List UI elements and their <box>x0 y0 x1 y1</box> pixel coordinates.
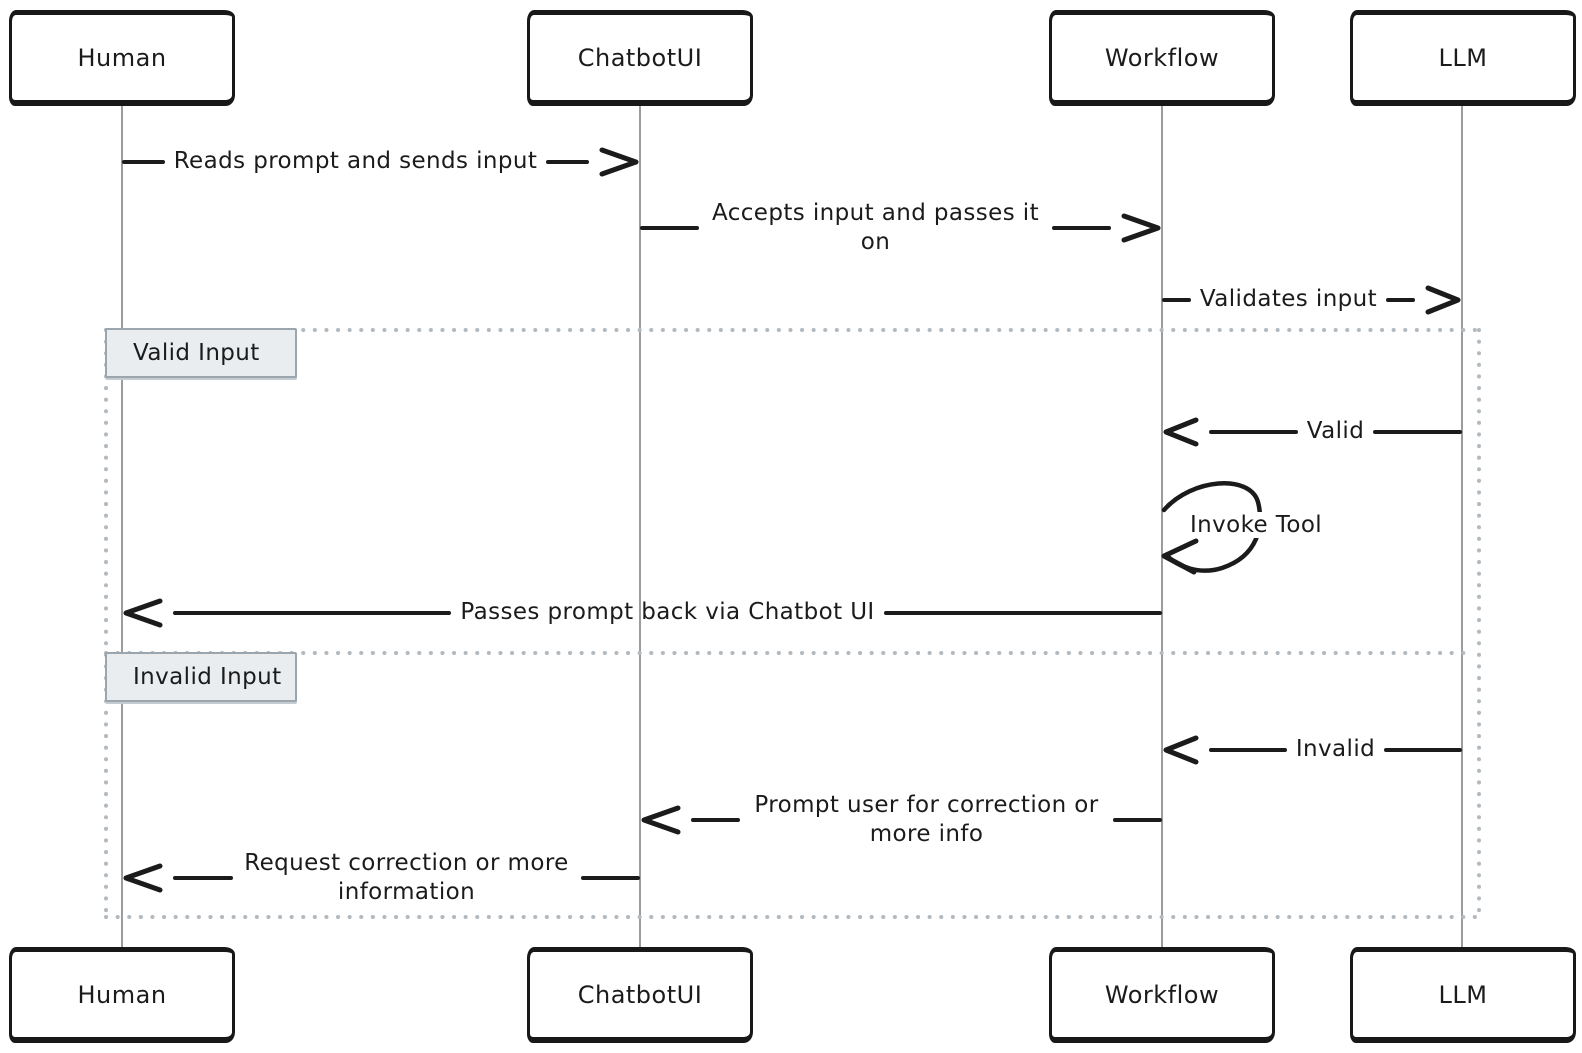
arrowhead-left-icon <box>123 863 163 893</box>
actor-box-chatbotui-top: ChatbotUI <box>527 10 753 106</box>
actor-label: Workflow <box>1104 43 1220 72</box>
self-loop-label: Invoke Tool <box>1186 512 1327 538</box>
message-line <box>691 818 740 822</box>
message-line <box>883 611 1162 615</box>
actor-label: LLM <box>1438 43 1488 72</box>
actor-label: ChatbotUI <box>577 43 703 72</box>
section-label-text: Invalid Input <box>133 664 282 690</box>
actor-box-workflow-top: Workflow <box>1049 10 1275 106</box>
actor-label: Workflow <box>1104 980 1220 1009</box>
actor-label: Human <box>77 43 167 72</box>
message-accepts-input: Accepts input and passes it on <box>640 196 1162 260</box>
arrowhead-right-icon <box>599 147 639 177</box>
actor-label: Human <box>77 980 167 1009</box>
message-label: Accepts input and passes it on <box>711 199 1040 255</box>
message-line <box>1384 748 1462 752</box>
message-line <box>1209 430 1298 434</box>
arrowhead-left-icon <box>123 598 163 628</box>
message-reads-prompt: Reads prompt and sends input <box>122 146 640 178</box>
actor-label: LLM <box>1438 980 1488 1009</box>
message-line <box>1052 226 1111 230</box>
message-label: Prompt user for correction or more info <box>754 791 1099 847</box>
actor-box-llm-top: LLM <box>1350 10 1576 106</box>
message-label: Invalid <box>1295 736 1376 763</box>
actor-box-workflow-bottom: Workflow <box>1049 947 1275 1043</box>
message-line <box>122 160 165 164</box>
arrowhead-left-icon <box>1163 735 1199 765</box>
message-request-correction: Request correction or more information <box>122 846 640 910</box>
arrowhead-right-icon <box>1425 285 1461 315</box>
lifeline-llm <box>1461 106 1463 947</box>
actor-box-human-bottom: Human <box>9 947 235 1043</box>
message-invalid: Invalid <box>1162 734 1462 766</box>
arrowhead-right-icon <box>1121 213 1161 243</box>
message-prompt-user-correction: Prompt user for correction or more info <box>640 788 1162 852</box>
message-line <box>1162 298 1191 302</box>
message-passes-prompt-back: Passes prompt back via Chatbot UI <box>122 597 1162 629</box>
lifeline-chatbotui <box>639 106 641 947</box>
section-label-invalid-input: Invalid Input <box>105 652 297 702</box>
arrowhead-left-icon <box>641 805 681 835</box>
message-valid: Valid <box>1162 416 1462 448</box>
lifeline-workflow <box>1161 106 1163 947</box>
actor-box-llm-bottom: LLM <box>1350 947 1576 1043</box>
message-line <box>580 876 640 880</box>
message-line <box>1386 298 1415 302</box>
message-line <box>1209 748 1287 752</box>
lifeline-human <box>121 106 123 947</box>
message-line <box>1373 430 1462 434</box>
section-label-text: Valid Input <box>133 340 260 366</box>
message-label: Valid <box>1306 418 1365 445</box>
actor-box-human-top: Human <box>9 10 235 106</box>
actor-box-chatbotui-bottom: ChatbotUI <box>527 947 753 1043</box>
message-label: Passes prompt back via Chatbot UI <box>460 599 875 626</box>
message-line <box>173 611 452 615</box>
message-line <box>173 876 233 880</box>
message-label: Validates input <box>1199 286 1378 313</box>
message-line <box>640 226 699 230</box>
arrowhead-left-icon <box>1163 417 1199 447</box>
arrowhead-left-icon <box>1161 538 1199 575</box>
message-validates-input: Validates input <box>1162 284 1462 316</box>
actor-label: ChatbotUI <box>577 980 703 1009</box>
section-label-valid-input: Valid Input <box>105 328 297 378</box>
message-line <box>1113 818 1162 822</box>
message-label: Reads prompt and sends input <box>173 148 538 175</box>
message-label: Request correction or more information <box>244 849 569 905</box>
message-line <box>546 160 589 164</box>
